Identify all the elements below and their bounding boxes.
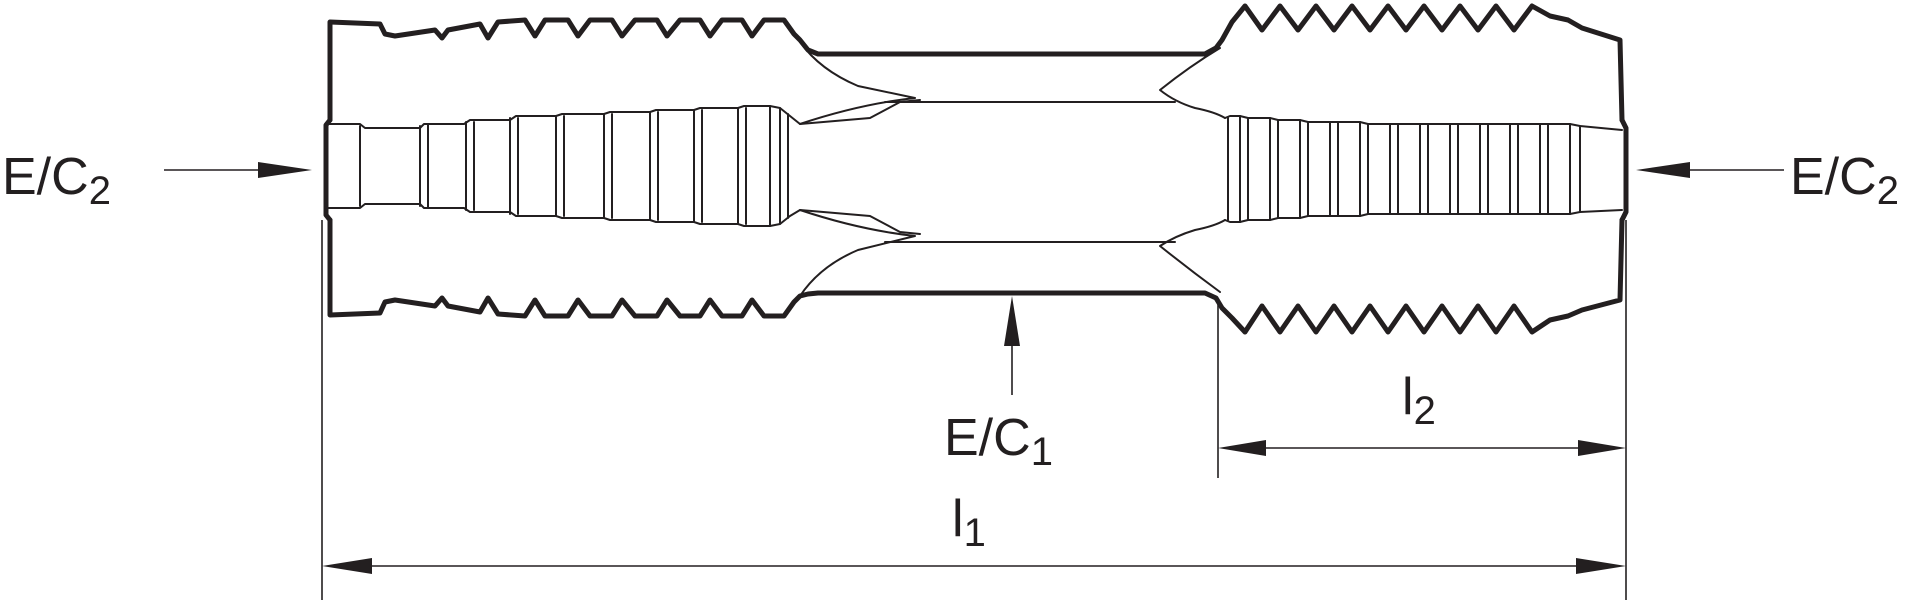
ec2-left-label: E/C2 [2,148,111,213]
ec1-label: E/C1 [944,409,1053,474]
l2-arrow-right [1578,440,1626,456]
tool-bottom-outline [327,217,1625,335]
l2-label: l2 [1402,368,1436,433]
left-flute-ridges [359,105,789,227]
ec2-right-arrowhead [1636,162,1690,178]
ec2-right-label: E/C2 [1790,148,1899,213]
l2-arrow-left [1218,440,1266,456]
l1-arrow-left [322,558,372,574]
right-end-face [1619,117,1629,223]
right-flute-profile-lower [1224,209,1623,223]
l1-arrow-right [1576,558,1626,574]
ec2-left-arrowhead [258,162,312,178]
ec1-arrowhead [1004,296,1020,346]
tool-top-outline [327,3,1625,123]
right-neck-cusp-upper [1159,47,1226,119]
right-flute-ridges [1227,115,1581,223]
left-neck-cusp-lower [799,209,916,297]
left-neck-cusp-upper [799,41,916,125]
l1-label: l1 [952,490,986,555]
right-neck-cusp-lower [1159,219,1226,293]
right-flute-profile-upper [1224,115,1623,131]
